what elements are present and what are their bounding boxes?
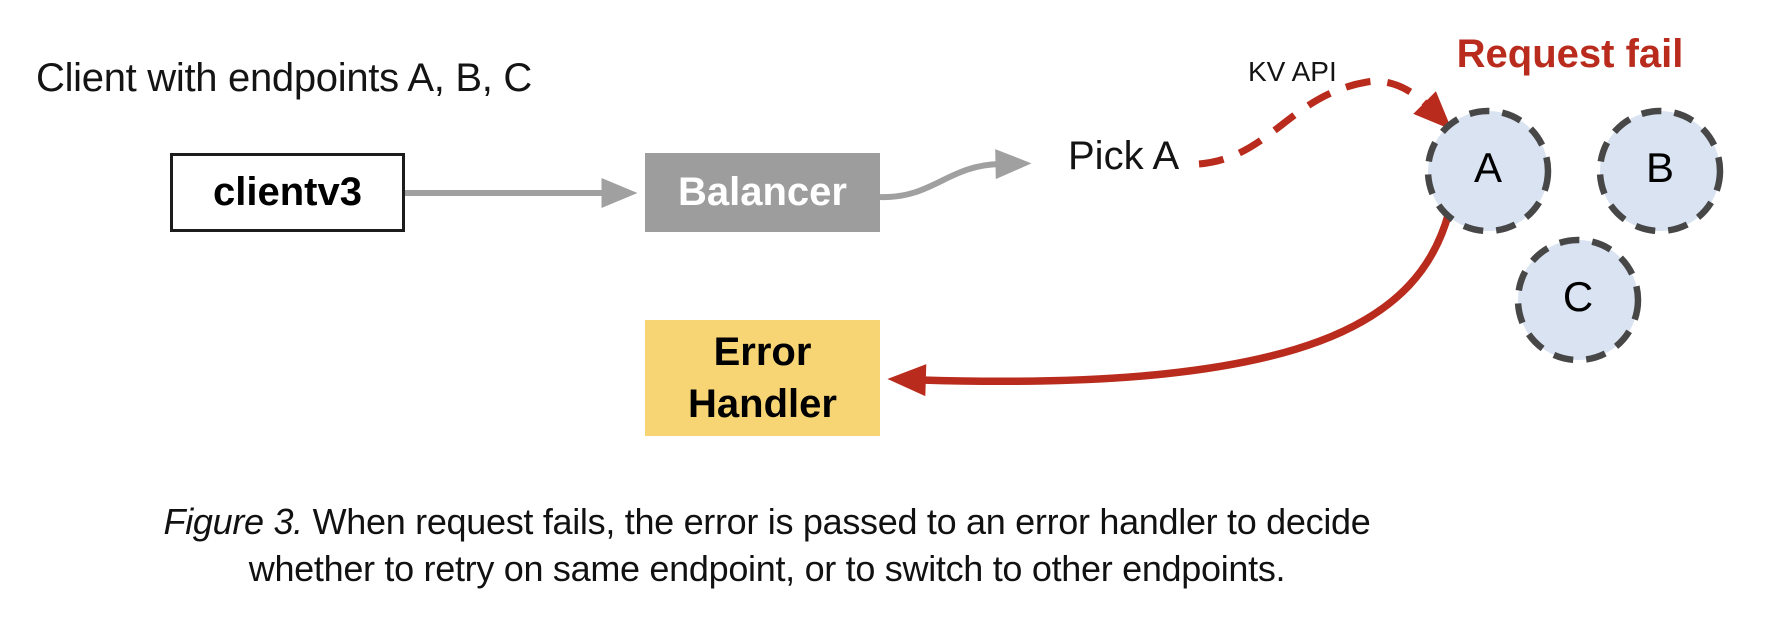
balancer-to-pick-arrow: [879, 149, 1032, 201]
endpoint-b-circle: [1596, 107, 1724, 235]
figure-caption-line1: Figure 3. When request fails, the error …: [0, 498, 1534, 545]
endpoint-a-label: A: [1473, 144, 1502, 191]
error-handler-label-line2: Handler: [688, 382, 837, 426]
kv-api-label: KV API: [1248, 56, 1337, 87]
balancer-node: Balancer: [645, 153, 880, 232]
figure-caption: Figure 3. When request fails, the error …: [0, 498, 1534, 592]
clientv3-node-label: clientv3: [213, 170, 362, 214]
clientv3-node: clientv3: [170, 153, 405, 232]
fail-to-error-handler-arrow: [887, 211, 1453, 397]
pick-endpoint-label: Pick A: [1068, 134, 1180, 178]
endpoint-a-circle: [1424, 107, 1552, 235]
balancer-node-label: Balancer: [678, 170, 847, 214]
error-handler-label-line1: Error: [713, 330, 812, 374]
endpoint-c-label: C: [1562, 273, 1594, 320]
kv-api-dashed-arrow: [1198, 77, 1452, 168]
figure-caption-line2: whether to retry on same endpoint, or to…: [248, 548, 1286, 589]
request-fail-label: Request fail: [1456, 32, 1684, 76]
endpoint-c-circle: [1514, 236, 1642, 364]
client-endpoints-label: Client with endpoints A, B, C: [36, 56, 533, 100]
figure-caption-line1-text: When request fails, the error is passed …: [302, 501, 1371, 542]
figure-number: Figure 3.: [163, 501, 304, 542]
endpoint-b-label: B: [1645, 144, 1674, 191]
error-handler-node: Error Handler: [645, 320, 880, 436]
